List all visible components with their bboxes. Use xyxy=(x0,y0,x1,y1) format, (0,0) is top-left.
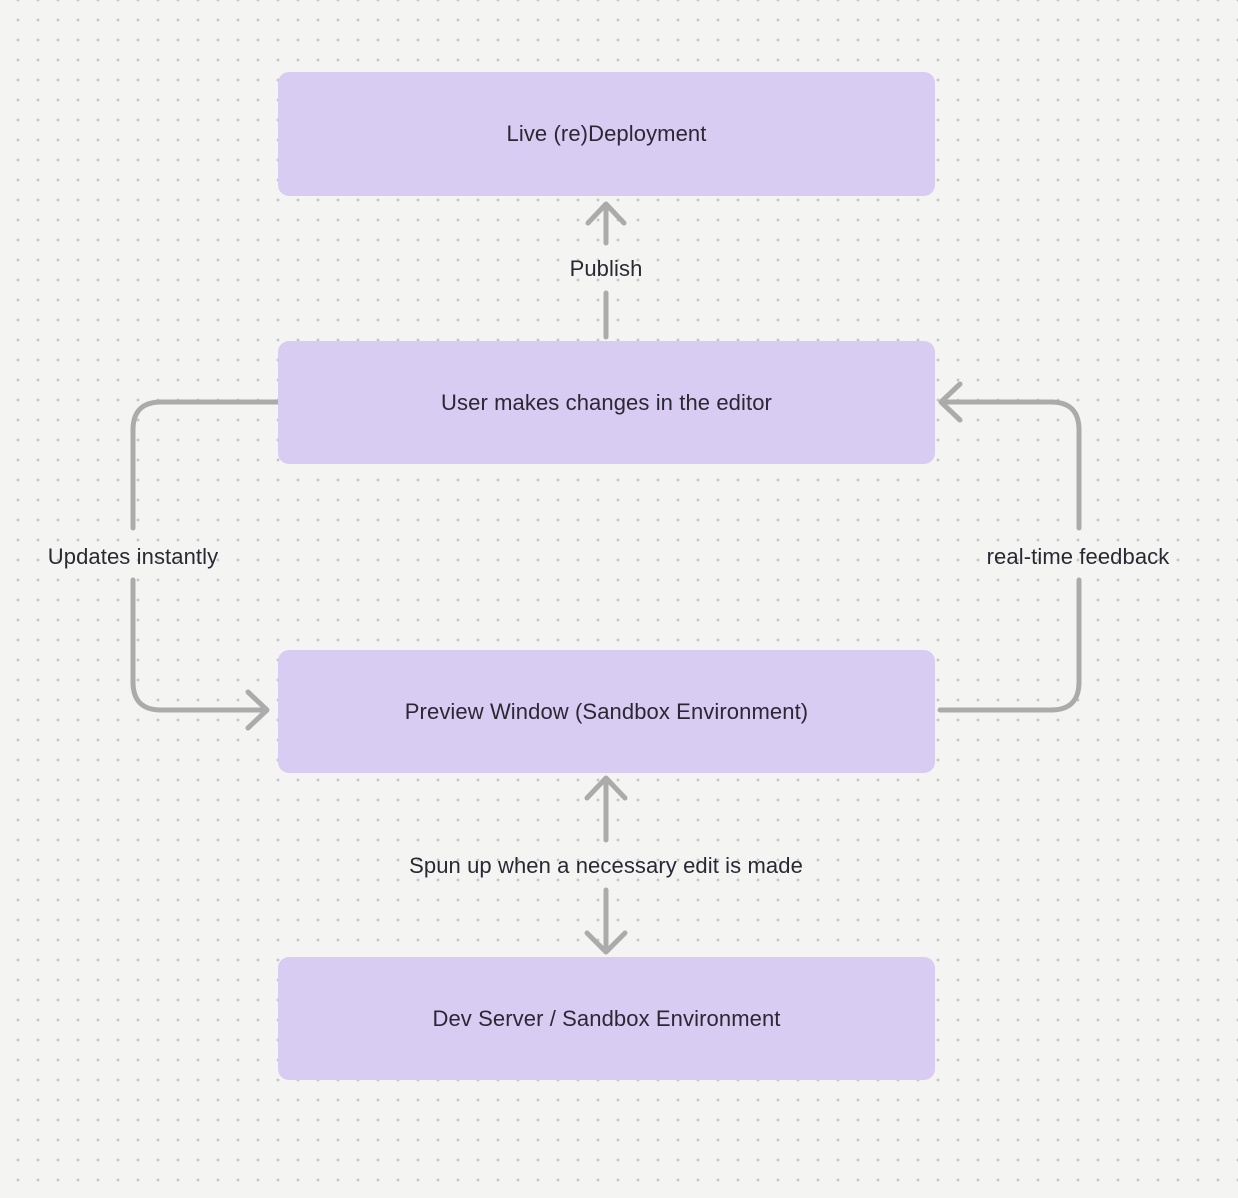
node-preview-window[interactable]: Preview Window (Sandbox Environment) xyxy=(278,650,935,773)
node-editor-changes[interactable]: User makes changes in the editor xyxy=(278,341,935,464)
node-dev-server[interactable]: Dev Server / Sandbox Environment xyxy=(278,957,935,1080)
edge-updates-arrowhead-right xyxy=(245,689,270,731)
node-live-deployment[interactable]: Live (re)Deployment xyxy=(278,72,935,196)
edge-label-updates-instantly: Updates instantly xyxy=(47,544,219,569)
edge-updates-upper-segment xyxy=(130,399,282,531)
edge-realtime-feedback-arrow[interactable] xyxy=(937,381,1082,713)
edge-publish-arrowhead-up xyxy=(585,201,627,226)
edge-realtime-upper-segment xyxy=(941,399,1082,531)
edge-label-realtime-feedback: real-time feedback xyxy=(986,544,1170,569)
edge-label-publish: Publish xyxy=(569,256,643,281)
edge-label-spun-up: Spun up when a necessary edit is made xyxy=(409,853,803,878)
node-editor-changes-label: User makes changes in the editor xyxy=(441,389,772,415)
edge-spun-up-arrowhead-up xyxy=(584,775,628,801)
node-dev-server-label: Dev Server / Sandbox Environment xyxy=(432,1005,781,1031)
edge-realtime-lower-segment xyxy=(937,577,1082,713)
edge-publish-arrow[interactable] xyxy=(585,201,627,340)
edge-updates-lower-segment xyxy=(130,577,267,713)
edge-spun-up-arrowhead-down xyxy=(584,930,628,955)
edge-realtime-arrowhead-left xyxy=(938,381,963,423)
node-live-deployment-label: Live (re)Deployment xyxy=(506,121,707,146)
edge-updates-instantly-arrow[interactable] xyxy=(130,399,282,731)
node-preview-window-label: Preview Window (Sandbox Environment) xyxy=(404,698,809,724)
edge-spun-up-arrow[interactable] xyxy=(584,775,628,955)
